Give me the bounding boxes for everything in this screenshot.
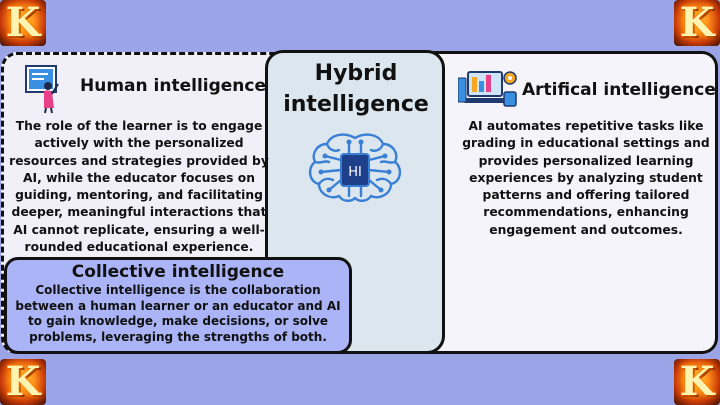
collective-intelligence-text: Collective intelligence is the collabora… — [15, 283, 341, 344]
artificial-intelligence-text: AI automates repetitive tasks like gradi… — [462, 119, 710, 237]
corner-logo-bottom-left: K — [0, 359, 46, 405]
corner-logo-top-right: K — [674, 0, 720, 46]
computer-gear-icon — [458, 71, 517, 107]
human-intelligence-title: Human intelligence — [80, 76, 267, 96]
human-intelligence-text: The role of the learner is to engage act… — [9, 119, 269, 255]
collective-intelligence-title: Collective intelligence — [71, 262, 285, 282]
brain-chip-label: HI — [348, 165, 362, 180]
hybrid-intelligence-title: Hybrid intelligence — [283, 61, 429, 117]
corner-logo-bottom-right: K — [674, 359, 720, 405]
brain-chip-icon: HI — [308, 133, 402, 202]
artificial-intelligence-title: Artifical intelligence — [522, 80, 716, 100]
collective-intelligence-panel — [4, 257, 352, 354]
corner-logo-top-left: K — [0, 0, 46, 46]
teacher-board-icon — [25, 65, 59, 114]
